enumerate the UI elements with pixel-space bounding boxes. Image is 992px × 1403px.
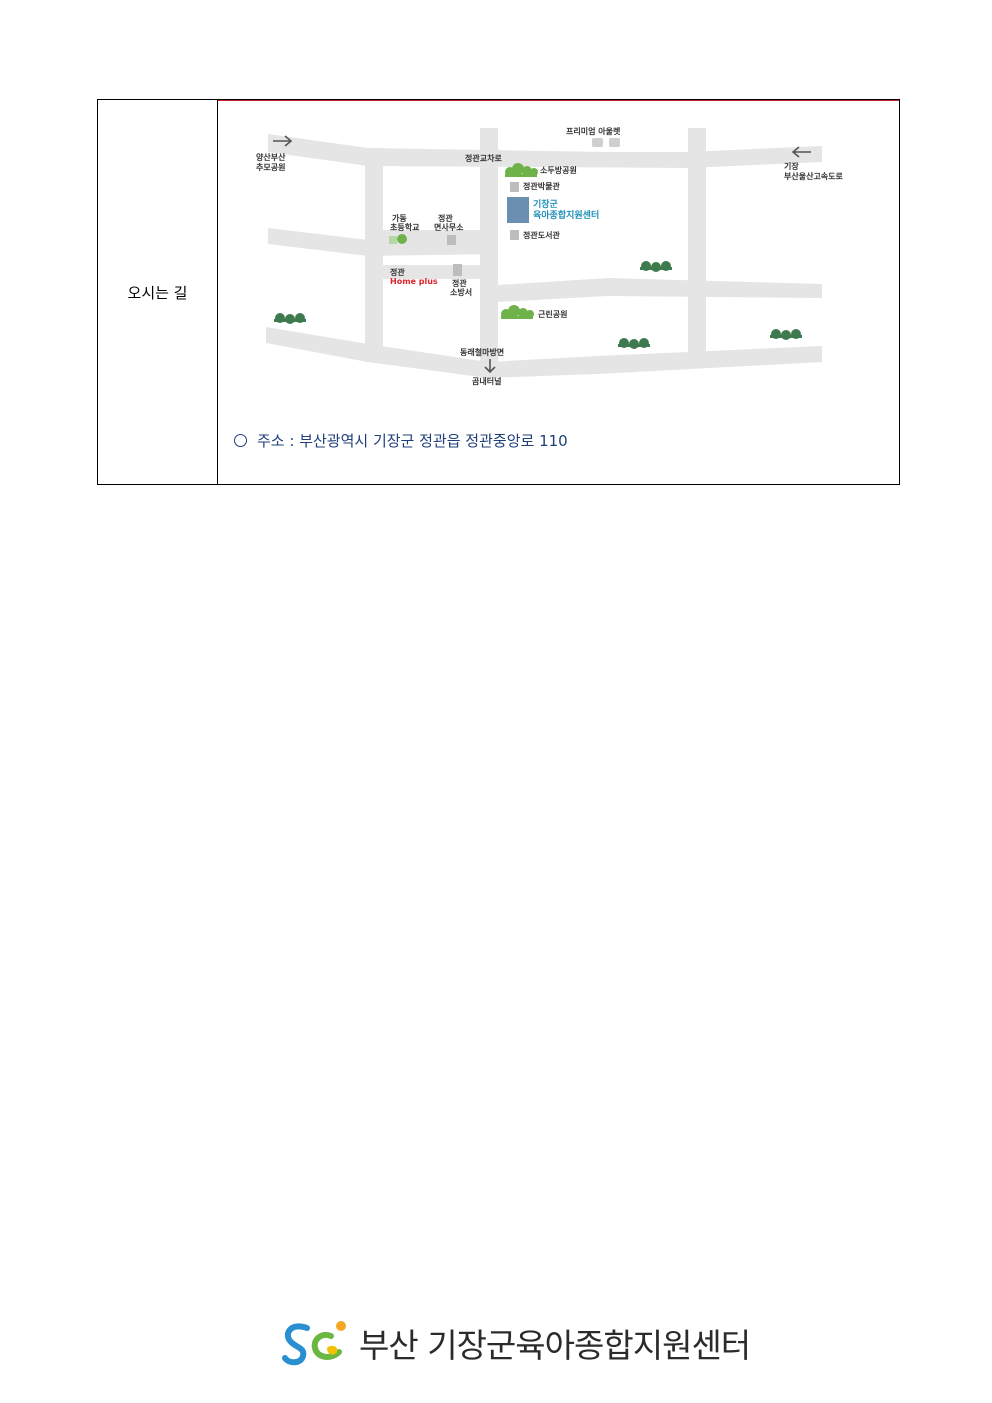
outlet-icon [592, 138, 620, 147]
park-icon [505, 163, 538, 177]
school-icon [389, 234, 407, 244]
tree-icon [640, 261, 672, 272]
arrow-left-icon [791, 146, 811, 158]
tree-icon [618, 338, 650, 349]
bullet-circle-icon [234, 433, 247, 447]
label-right-destination-2: 부산울산고속도로 [784, 171, 844, 181]
park-icon [501, 305, 534, 319]
label-school-1: 가동 [392, 213, 407, 223]
directions-label: 오시는 길 [98, 100, 218, 484]
label-school-2: 초등학교 [390, 222, 420, 232]
label-right-destination-1: 기장 [784, 161, 799, 171]
label-neighborhood-park: 근린공원 [538, 309, 567, 319]
org-logo-icon [282, 1321, 346, 1366]
map-top-border [218, 100, 899, 101]
building-icon [510, 230, 519, 240]
address-line: 주소 : 부산광역시 기장군 정관읍 정관중앙로 110 [234, 430, 568, 451]
building-icon [453, 264, 462, 276]
label-homeplus-2: Home plus [390, 277, 438, 286]
label-tunnel: 곰내터널 [472, 376, 501, 386]
label-premium-outlet: 프리미엄 아울렛 [566, 126, 621, 136]
arrow-down-icon [484, 359, 496, 374]
location-map: 양산부산 추모공원 기장 부산울산고속도로 프리미엄 아울렛 정관교차로 소두방… [256, 126, 844, 386]
label-sodubang-park: 소두방공원 [540, 165, 577, 175]
directions-table: 오시는 길 [97, 99, 900, 485]
building-icon [447, 235, 456, 245]
label-fire-station-2: 소방서 [450, 287, 472, 297]
tree-icon [274, 313, 306, 324]
label-center-2: 육아종합지원센터 [533, 209, 599, 221]
center-building-icon [507, 197, 529, 223]
label-bottom-road: 동래철마방면 [460, 347, 504, 357]
label-interchange: 정관교차로 [465, 153, 502, 163]
label-library: 정관도서관 [523, 230, 560, 240]
tree-icon [770, 329, 802, 340]
label-left-destination-1: 양산부산 [256, 152, 286, 162]
map-cell: 양산부산 추모공원 기장 부산울산고속도로 프리미엄 아울렛 정관교차로 소두방… [218, 100, 899, 484]
building-icon [510, 182, 519, 192]
label-office-1: 정관 [438, 213, 453, 223]
footer-logo: 부산 기장군육아종합지원센터 [281, 1318, 751, 1368]
label-center-1: 기장군 [533, 198, 559, 210]
label-museum: 정관박물관 [523, 181, 560, 191]
arrow-right-icon [273, 135, 293, 147]
label-homeplus-1: 정관 [390, 267, 405, 277]
label-fire-station-1: 정관 [452, 278, 467, 288]
org-name: 부산 기장군육아종합지원센터 [359, 1326, 751, 1365]
address-text: 주소 : 부산광역시 기장군 정관읍 정관중앙로 110 [257, 432, 568, 450]
label-office-2: 면사무소 [434, 222, 464, 232]
label-left-destination-2: 추모공원 [256, 162, 285, 172]
